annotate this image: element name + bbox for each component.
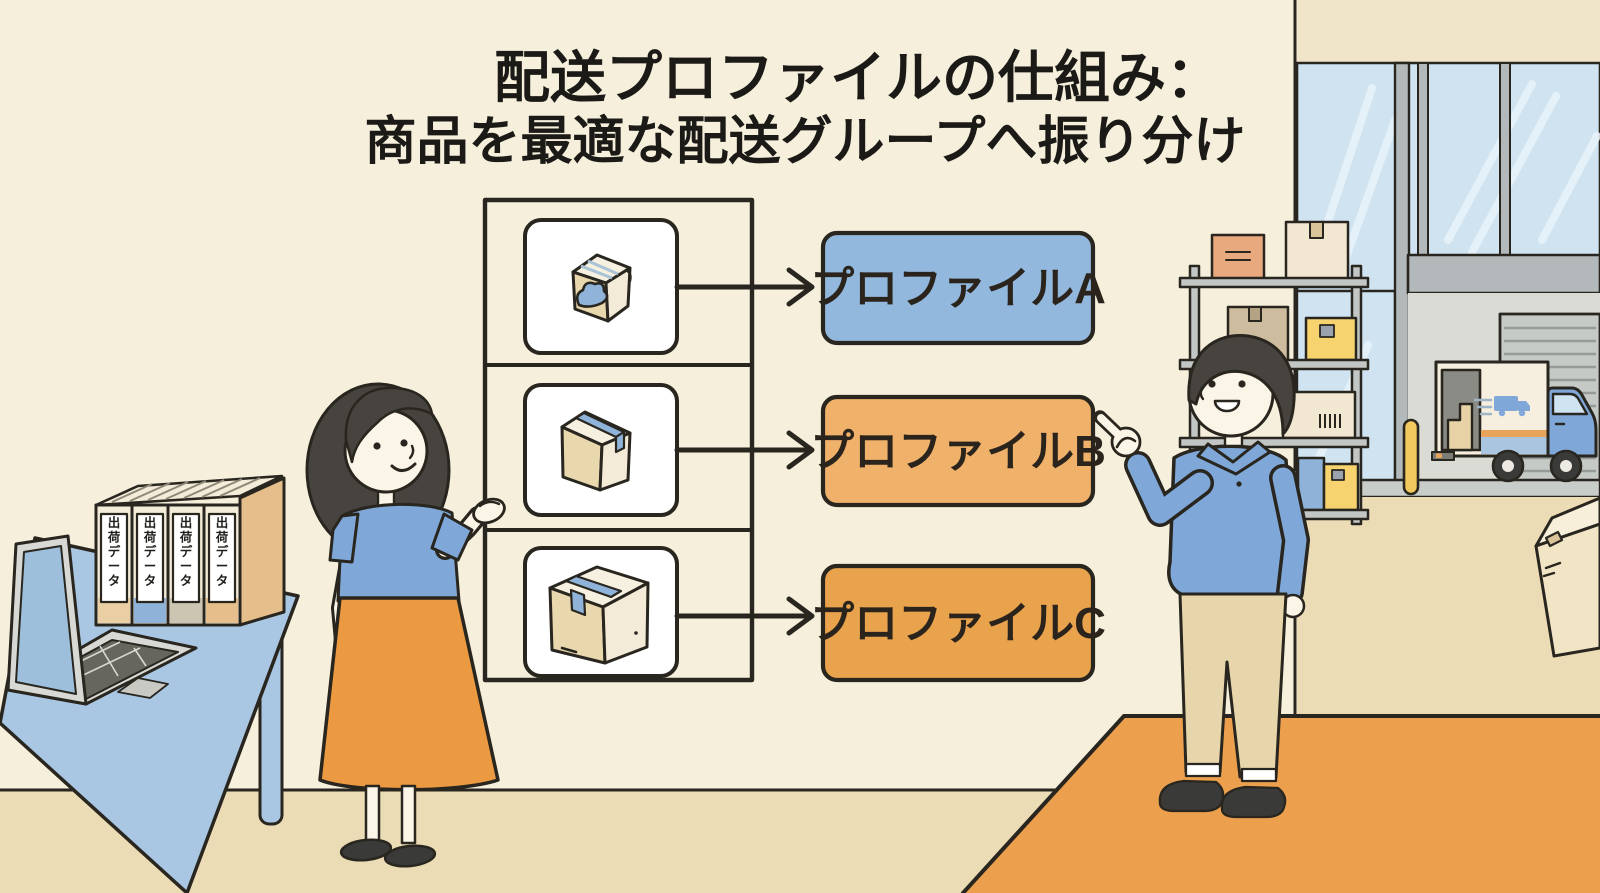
man-collar	[1196, 440, 1272, 476]
man-shoe	[1220, 785, 1287, 819]
profile-a-label: プロファイルA	[810, 264, 1106, 313]
profile-box-a: プロファイルA	[810, 230, 1106, 346]
binder: 出荷データ	[130, 503, 170, 627]
arrow-to-profile-a	[674, 267, 815, 307]
woman-character	[305, 382, 506, 868]
binder-label	[135, 512, 165, 604]
man-nose	[1199, 386, 1205, 401]
truck-bumper	[1431, 451, 1455, 461]
laptop	[6, 534, 198, 706]
cardboard-box	[1534, 496, 1600, 658]
binder: 出荷データ	[166, 503, 206, 627]
shelf-board	[1178, 436, 1370, 449]
box-tape	[1544, 530, 1564, 548]
laptop-screen-display	[15, 545, 77, 695]
flowchart: プロファイルA プロファイルB プロファイルC	[482, 197, 1106, 683]
tape-tail	[614, 430, 626, 454]
medium-taped-package-icon	[560, 410, 632, 492]
woman-right-sleeve	[430, 512, 474, 562]
arrow-to-profile-b	[674, 430, 815, 470]
woman-shoe	[383, 844, 437, 868]
yellow-bollard	[1402, 418, 1420, 496]
flow-item-card	[523, 383, 679, 517]
binder-label-text: 出荷データ	[215, 515, 229, 588]
woman-eye	[373, 442, 381, 450]
binder: 出荷データ	[202, 503, 242, 627]
woman-shoe	[339, 838, 393, 862]
man-sock	[1184, 762, 1222, 778]
binder-label	[99, 512, 129, 604]
binder-stack-side	[238, 476, 286, 627]
shelf-board	[1178, 276, 1370, 289]
title-line1: 配送プロファイルの仕組み：	[494, 46, 1222, 109]
binder-label	[171, 512, 201, 604]
man-hair	[1187, 334, 1296, 436]
woman-eye	[400, 439, 408, 447]
dock-beam	[1406, 253, 1600, 295]
flow-arrows	[674, 267, 815, 636]
flowchart-container	[482, 197, 755, 683]
desk: 出荷データ 出荷データ 出荷データ 出荷データ	[0, 474, 300, 893]
man-pointing-finger	[1097, 414, 1128, 444]
small-package-cloud-logo-icon	[571, 253, 632, 323]
truck-orange-stripe	[1481, 430, 1548, 437]
man-sock	[1240, 767, 1278, 783]
title: 配送プロファイルの仕組み： 商品を最適な配送グループへ振り分け	[365, 46, 1246, 171]
laptop-trackpad	[117, 677, 169, 699]
wall-top-band	[1297, 0, 1600, 64]
large-taped-package-icon	[548, 565, 650, 665]
delivery-truck	[1431, 360, 1598, 483]
woman-left-sleeve	[328, 512, 360, 564]
man-character	[1093, 334, 1310, 819]
profile-box-c: プロファイルC	[810, 563, 1106, 683]
woman-hair-fringe	[344, 386, 434, 464]
truck-side-logo-icon	[1473, 396, 1530, 417]
cloud-logo	[575, 281, 609, 308]
truck-blue-band	[1481, 437, 1548, 454]
woman-leg	[364, 784, 381, 843]
truck-cargo-boxes	[1446, 402, 1474, 452]
binder: 出荷データ	[94, 503, 134, 627]
profile-b-label: プロファイルB	[810, 427, 1106, 476]
man-eye	[1208, 380, 1216, 388]
flow-item-card	[523, 546, 679, 678]
arrow-to-profile-c	[674, 596, 815, 636]
woman-leg	[400, 784, 417, 845]
binder-label-text: 出荷データ	[179, 515, 193, 588]
man-shoe	[1158, 779, 1225, 813]
woman-mouth	[390, 462, 417, 472]
binder-label-text: 出荷データ	[143, 515, 157, 588]
tape	[564, 574, 623, 599]
man-eye	[1238, 380, 1246, 388]
binder-stack: 出荷データ 出荷データ 出荷データ 出荷データ	[94, 474, 286, 627]
flow-item-card	[523, 218, 679, 355]
profile-c-label: プロファイルC	[810, 599, 1106, 648]
title-line2: 商品を最適な配送グループへ振り分け	[365, 113, 1246, 171]
woman-nose	[408, 444, 415, 460]
orange-floor-edge	[961, 714, 1600, 893]
truck-windshield	[1551, 392, 1589, 416]
man-mouth	[1213, 399, 1241, 413]
profile-box-b: プロファイルB	[810, 394, 1106, 508]
binder-pages-top	[94, 474, 284, 507]
binder-label-text: 出荷データ	[107, 515, 121, 588]
tape-tail	[569, 588, 587, 617]
binder-label	[207, 512, 237, 604]
